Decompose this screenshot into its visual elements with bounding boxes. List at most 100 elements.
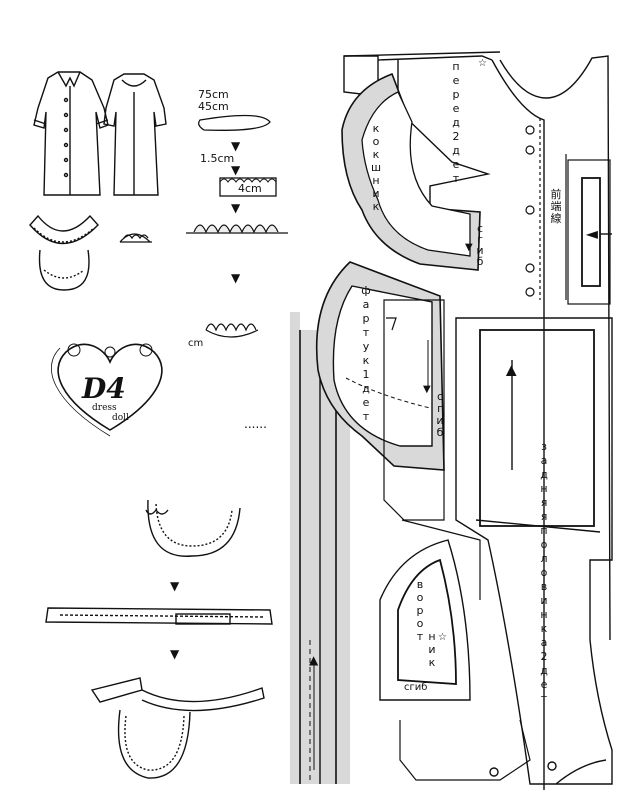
label-fartuk-char: к xyxy=(363,354,370,367)
notch-star-icon: ☆ xyxy=(478,58,487,69)
measure-75cm: 75cm xyxy=(198,88,229,101)
label-back-char: 2 xyxy=(541,650,548,663)
label-pered-char: д xyxy=(452,116,460,129)
finished-apron-illustration xyxy=(90,677,265,779)
kokoshnik-pattern-piece: ▼ xyxy=(341,72,481,271)
label-sgib-a-char: и xyxy=(476,244,483,257)
down-arrow-icon: ▼ xyxy=(231,139,241,153)
label-back-char: а xyxy=(541,454,548,467)
label-back-char: д xyxy=(540,468,548,481)
label-pered-char: е xyxy=(453,74,460,87)
grainline-arrow-icon: ▲ xyxy=(507,364,516,377)
label-kokshnik-char: ш xyxy=(371,161,381,174)
label-fartuk-char: т xyxy=(363,326,370,339)
logo-word-doll: doll xyxy=(112,413,129,423)
label-vorot-char: в xyxy=(417,578,423,591)
label-kokshnik-char: о xyxy=(373,135,380,148)
label-pered-char: 2 xyxy=(453,130,460,143)
label-kokshnik-char: к xyxy=(373,122,380,135)
label-back-char: л xyxy=(540,552,547,565)
headpiece-illustration xyxy=(119,233,152,243)
label-pered-char: т xyxy=(453,172,460,185)
down-arrow-icon: ▼ xyxy=(231,201,241,215)
label-fartuk-char: р xyxy=(363,312,370,325)
label-back-char: з xyxy=(541,440,547,453)
label-back-char: т xyxy=(541,692,548,705)
label-vorot-char: р xyxy=(417,604,424,617)
label-sgib-a-char: г xyxy=(477,233,483,246)
label-vorot-char: о xyxy=(417,617,424,630)
label-back-char: п xyxy=(540,524,547,537)
label-fartuk-char: у xyxy=(363,340,370,353)
label-back-char: и xyxy=(540,594,547,607)
strip-step-diagram: 75cm 45cm ▼ 1.5cm ▼ 4cm ▼ ▼ cm xyxy=(186,88,288,349)
measure-cm: cm xyxy=(188,338,203,349)
label-fartuk-char: 1 xyxy=(363,368,370,381)
grainline-arrow-icon: ▼ xyxy=(423,384,431,395)
label-sgib-b-char: г xyxy=(437,402,443,415)
waistband-illustration xyxy=(45,607,273,625)
down-arrow-icon: ▼ xyxy=(231,271,241,285)
apron-pattern-piece: ▼ xyxy=(315,261,445,471)
continuation-dots: ...... xyxy=(244,417,267,431)
label-fartuk-char: ф xyxy=(361,284,370,297)
collar-bib-illustration xyxy=(145,499,241,557)
label-sgib-a-char: б xyxy=(477,255,484,268)
label-sgib-b-char: и xyxy=(436,414,443,427)
label-fartuk-char: а xyxy=(363,298,370,311)
label-kokshnik-char: н xyxy=(372,174,379,187)
label-kokshnik-char: к xyxy=(373,200,380,213)
label-fartuk-char: т xyxy=(363,410,370,423)
label-back-char: н xyxy=(540,608,547,621)
label-jp-char: 端 xyxy=(551,200,562,213)
dress-back-pattern-piece: ▲ xyxy=(383,299,613,785)
label-sgib-b-char: б xyxy=(437,426,444,439)
logo-word-dress: dress xyxy=(92,403,117,413)
measure-4cm: 4cm xyxy=(238,182,262,195)
label-nik-char: и xyxy=(428,643,435,656)
logo-monogram: D4 xyxy=(81,372,126,405)
hem-line xyxy=(489,759,607,785)
measure-45cm: 45cm xyxy=(198,100,229,113)
label-fartuk-char: д xyxy=(362,382,370,395)
label-pered-char: е xyxy=(453,102,460,115)
collar-pattern-piece xyxy=(379,539,531,781)
label-back-char: д xyxy=(540,664,548,677)
dress-front-illustration xyxy=(33,71,109,196)
grainline-arrow-icon: ▼ xyxy=(465,242,473,253)
measure-1-5cm: 1.5cm xyxy=(200,152,234,165)
label-back-char: к xyxy=(541,622,548,635)
label-back-char: а xyxy=(541,636,548,649)
button-markers xyxy=(525,118,541,300)
label-back-char: о xyxy=(541,538,548,551)
label-vorot-char: т xyxy=(417,630,424,643)
label-back-char: я xyxy=(541,510,548,523)
label-back-char: е xyxy=(541,678,548,691)
grainline-arrow-icon: ▲ xyxy=(309,653,319,667)
label-jp-char: 線 xyxy=(551,211,562,225)
label-kokshnik-char: и xyxy=(372,187,379,200)
label-nik-char: н xyxy=(428,630,435,643)
down-arrow-icon: ▼ xyxy=(170,647,180,661)
label-jp-char: 前 xyxy=(551,187,562,201)
down-arrow-icon: ▼ xyxy=(170,579,180,593)
label-back-char: в xyxy=(541,580,547,593)
label-back-char: я xyxy=(541,496,548,509)
label-pered-char: е xyxy=(453,158,460,171)
label-back-char: н xyxy=(540,482,547,495)
label-fartuk-char: е xyxy=(363,396,370,409)
down-arrow-icon: ▼ xyxy=(231,163,241,177)
label-sgib-collar: сгиб xyxy=(404,682,427,693)
label-pered-char: п xyxy=(452,60,459,73)
notch-star-icon: ☆ xyxy=(438,632,447,643)
label-sgib-b-char: с xyxy=(437,390,443,403)
label-vorot-char: о xyxy=(417,591,424,604)
dress4doll-logo: D4 dress doll xyxy=(51,343,163,437)
dress-back-illustration xyxy=(103,73,167,196)
label-sgib-a-char: с xyxy=(477,222,483,235)
label-nik-char: к xyxy=(429,656,436,669)
pattern-labels: перед2деткокшниксгибфартук1детсгибзадняя… xyxy=(361,60,561,705)
collar-illustration xyxy=(29,214,99,291)
label-pered-char: д xyxy=(452,144,460,157)
